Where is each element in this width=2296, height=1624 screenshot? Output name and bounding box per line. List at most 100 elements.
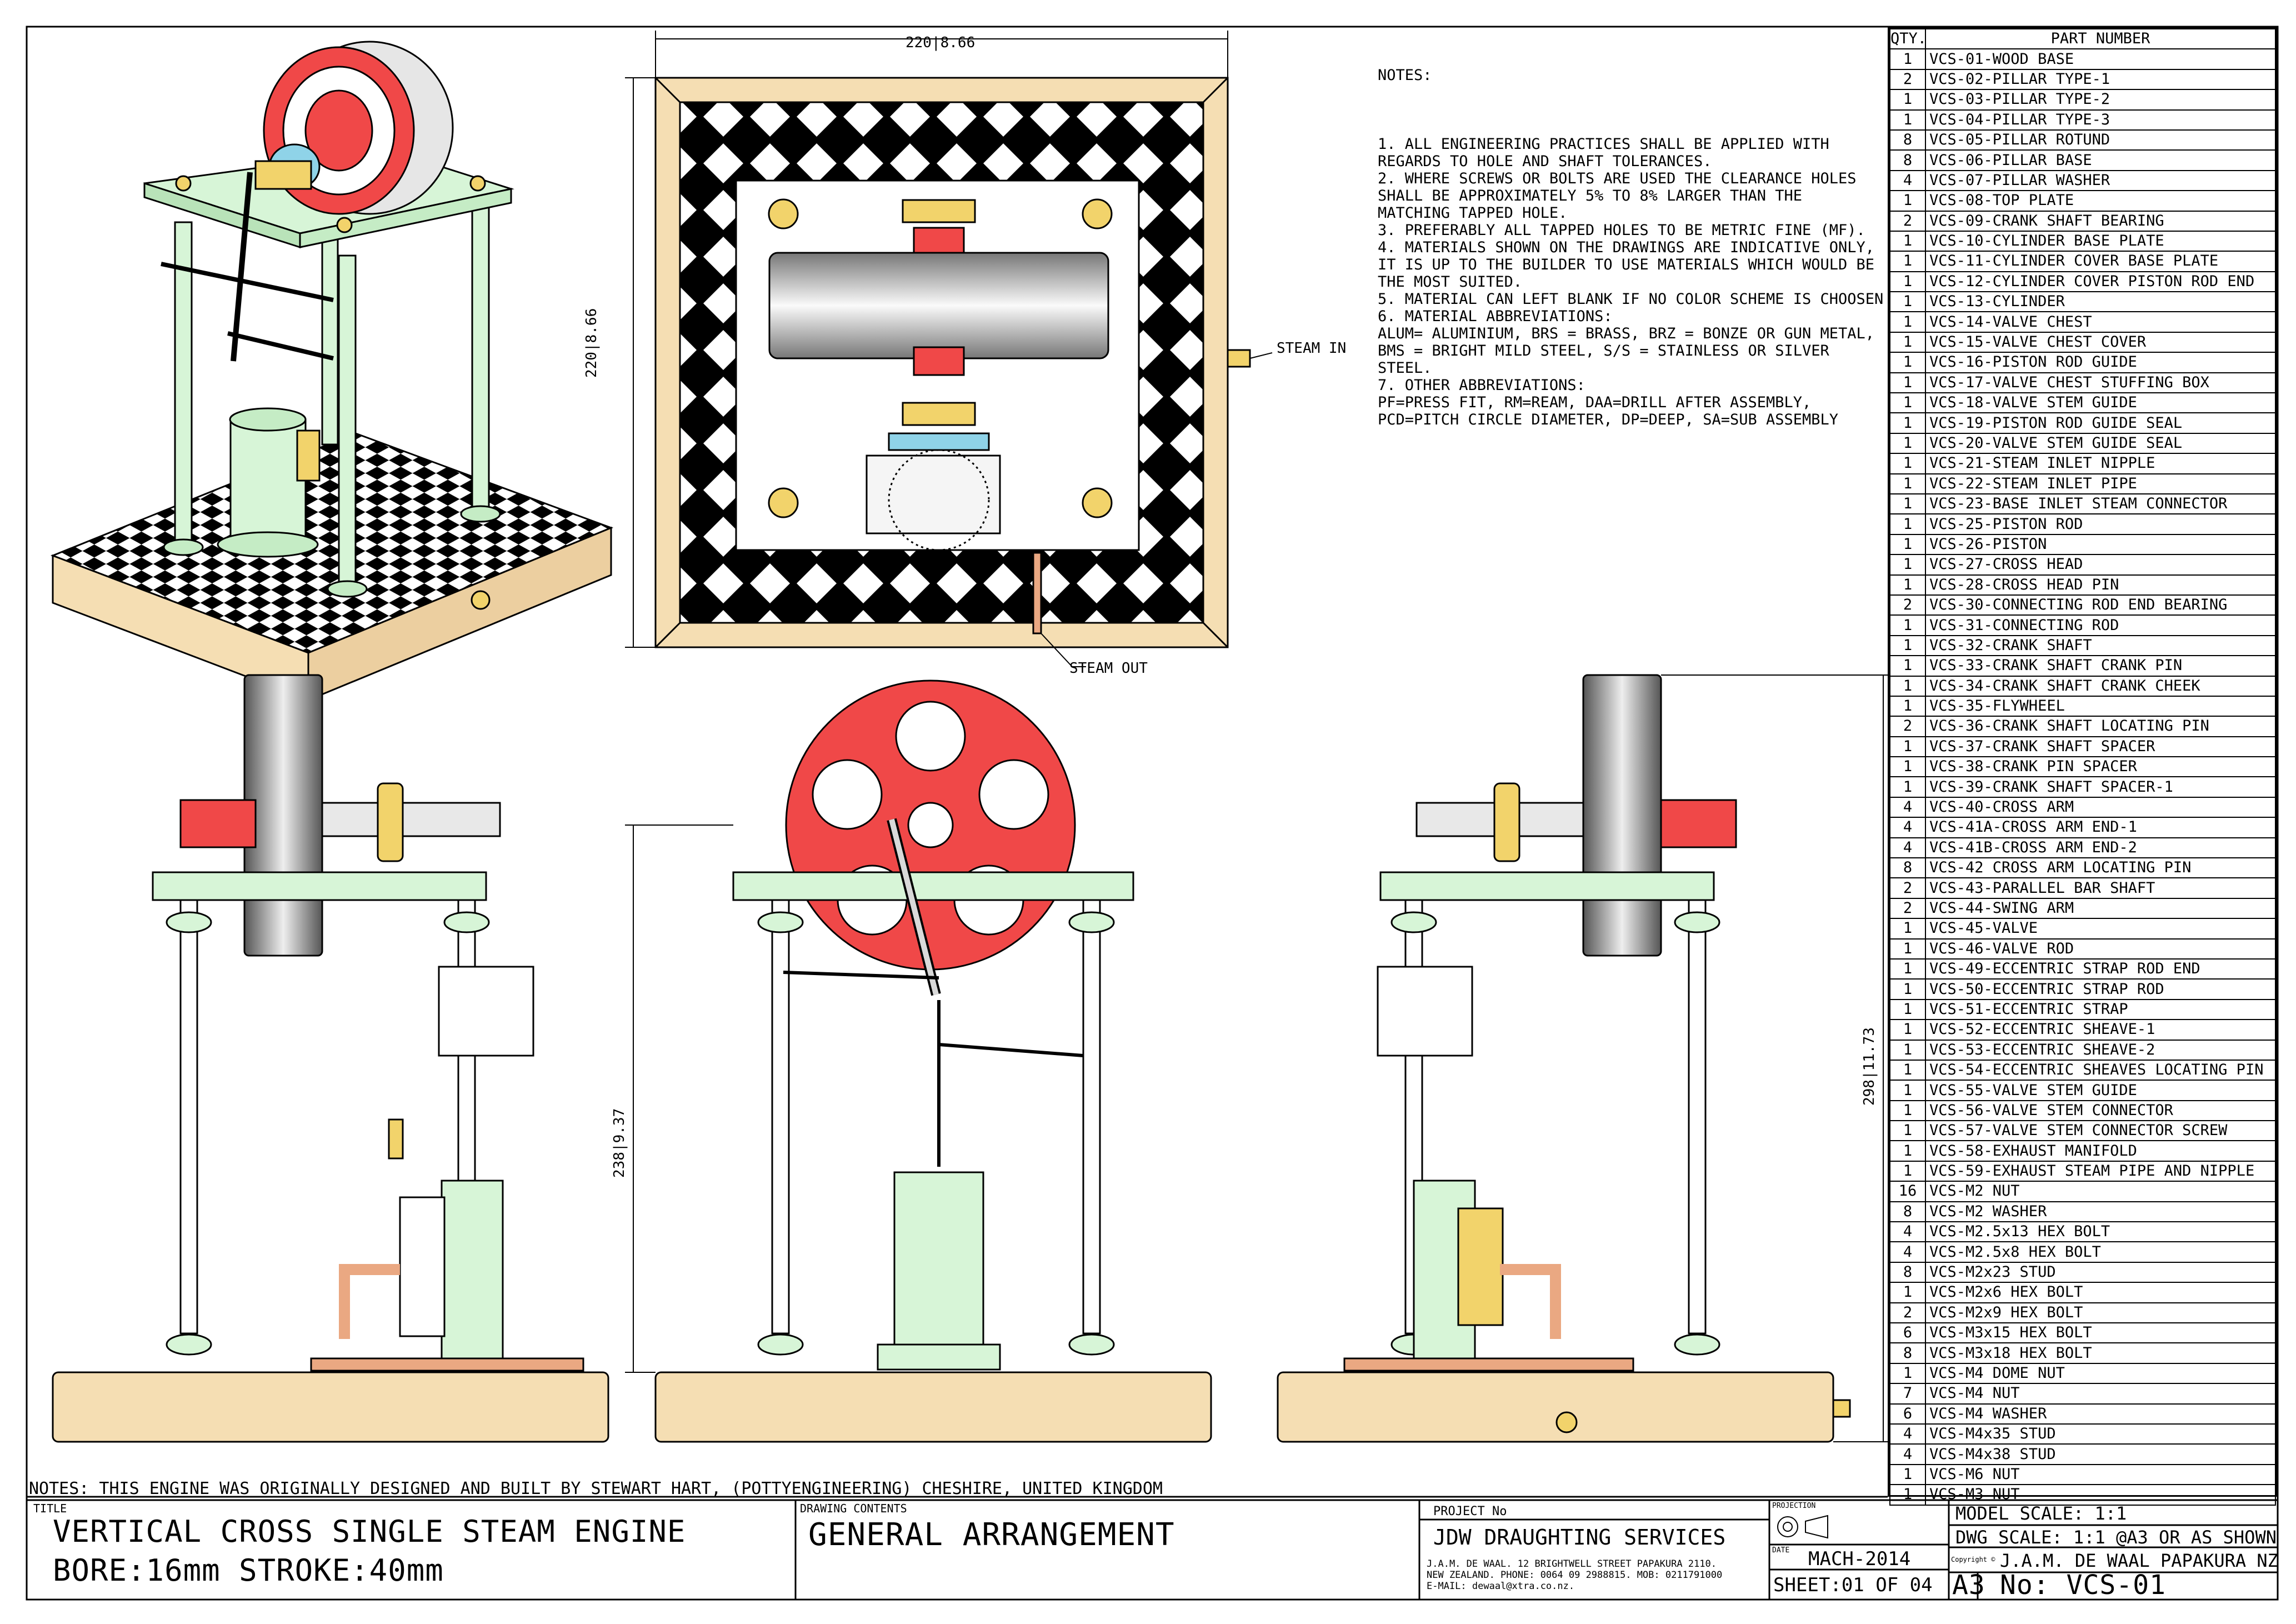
origin-footnote: NOTES: THIS ENGINE WAS ORIGINALLY DESIGN… bbox=[29, 1479, 1163, 1498]
dim-value: 220 bbox=[906, 34, 932, 51]
part-qty: 8 bbox=[1889, 129, 1926, 151]
part-qty: 1 bbox=[1889, 1140, 1926, 1162]
part-number: VCS-41B-CROSS ARM END-2 bbox=[1925, 837, 2276, 859]
part-number: VCS-52-ECCENTRIC SHEAVE-1 bbox=[1925, 1019, 2276, 1041]
drawing-contents: GENERAL ARRANGEMENT bbox=[808, 1517, 1175, 1553]
part-qty: 1 bbox=[1889, 311, 1926, 333]
part-qty: 1 bbox=[1889, 1282, 1926, 1303]
part-qty: 1 bbox=[1889, 695, 1926, 717]
part-qty: 1 bbox=[1889, 453, 1926, 474]
part-number: VCS-19-PISTON ROD GUIDE SEAL bbox=[1925, 412, 2276, 434]
callout-steam-in: STEAM IN bbox=[1277, 340, 1347, 357]
part-qty: 1 bbox=[1889, 614, 1926, 636]
part-number: VCS-07-PILLAR WASHER bbox=[1925, 169, 2276, 192]
part-number: VCS-M3x18 HEX BOLT bbox=[1925, 1342, 2276, 1364]
part-qty: 1 bbox=[1889, 978, 1926, 1000]
part-qty: 1 bbox=[1889, 675, 1926, 697]
dim-inch: 9.37 bbox=[611, 1108, 628, 1143]
dim-value: 220 bbox=[583, 352, 600, 378]
part-qty: 1 bbox=[1889, 938, 1926, 960]
part-number: VCS-14-VALVE CHEST bbox=[1925, 311, 2276, 333]
part-qty: 8 bbox=[1889, 857, 1926, 879]
drawing-number: No: VCS-01 bbox=[2000, 1570, 2166, 1601]
part-number: VCS-41A-CROSS ARM END-1 bbox=[1925, 817, 2276, 838]
part-qty: 1 bbox=[1889, 412, 1926, 434]
part-number: VCS-02-PILLAR TYPE-1 bbox=[1925, 68, 2276, 91]
sheet-size: A3 bbox=[1952, 1570, 1985, 1601]
dim-side-height: 298|11.73 bbox=[1861, 1027, 1878, 1106]
part-qty: 1 bbox=[1889, 958, 1926, 980]
dim-inch: 11.73 bbox=[1861, 1027, 1878, 1071]
part-number: VCS-56-VALVE STEM CONNECTOR bbox=[1925, 1100, 2276, 1122]
part-qty: 4 bbox=[1889, 1221, 1926, 1243]
part-qty: 8 bbox=[1889, 149, 1926, 171]
part-number: VCS-33-CRANK SHAFT CRANK PIN bbox=[1925, 655, 2276, 677]
note-item: 7. OTHER ABBREVIATIONS: PF=PRESS FIT, RM… bbox=[1378, 377, 1839, 428]
part-qty: 1 bbox=[1889, 1039, 1926, 1061]
part-qty: 2 bbox=[1889, 594, 1926, 616]
part-qty: 2 bbox=[1889, 1302, 1926, 1324]
part-number: VCS-12-CYLINDER COVER PISTON ROD END bbox=[1925, 271, 2276, 293]
part-qty: 4 bbox=[1889, 796, 1926, 818]
part-qty: 1 bbox=[1889, 736, 1926, 758]
part-number: VCS-05-PILLAR ROTUND bbox=[1925, 129, 2276, 151]
part-number: VCS-17-VALVE CHEST STUFFING BOX bbox=[1925, 372, 2276, 394]
part-qty: 1 bbox=[1889, 230, 1926, 252]
part-qty: 1 bbox=[1889, 918, 1926, 940]
notes-list: 1. ALL ENGINEERING PRACTICES SHALL BE AP… bbox=[1378, 136, 1889, 428]
callout-steam-out: STEAM OUT bbox=[1069, 660, 1148, 677]
part-qty: 2 bbox=[1889, 210, 1926, 232]
part-qty: 2 bbox=[1889, 877, 1926, 899]
part-number: VCS-M4x38 STUD bbox=[1925, 1443, 2276, 1465]
part-number: VCS-34-CRANK SHAFT CRANK CHEEK bbox=[1925, 675, 2276, 697]
part-number: VCS-25-PISTON ROD bbox=[1925, 513, 2276, 535]
contents-label: DRAWING CONTENTS bbox=[800, 1502, 907, 1515]
part-number: VCS-49-ECCENTRIC STRAP ROD END bbox=[1925, 958, 2276, 980]
title-block-lines bbox=[794, 1500, 2278, 1600]
part-qty: 8 bbox=[1889, 1201, 1926, 1223]
note-item: 1. ALL ENGINEERING PRACTICES SHALL BE AP… bbox=[1378, 136, 1829, 170]
part-number: VCS-M2.5x8 HEX BOLT bbox=[1925, 1241, 2276, 1263]
note-item: 6. MATERIAL ABBREVIATIONS: ALUM= ALUMINI… bbox=[1378, 308, 1875, 377]
part-number: VCS-54-ECCENTRIC SHEAVES LOCATING PIN bbox=[1925, 1059, 2276, 1081]
projection-symbol bbox=[1777, 1515, 1828, 1539]
part-qty: 1 bbox=[1889, 1100, 1926, 1122]
drawing-date: MACH-2014 bbox=[1808, 1548, 1911, 1570]
part-qty: 7 bbox=[1889, 1383, 1926, 1405]
part-qty: 8 bbox=[1889, 1261, 1926, 1283]
right-side-view bbox=[1277, 674, 1851, 1443]
projection-label: PROJECTION bbox=[1772, 1502, 1816, 1510]
part-qty: 1 bbox=[1889, 432, 1926, 454]
part-number: VCS-M4 DOME NUT bbox=[1925, 1362, 2276, 1385]
part-qty: 1 bbox=[1889, 251, 1926, 272]
part-number: VCS-38-CRANK PIN SPACER bbox=[1925, 756, 2276, 778]
address-line-1: J.A.M. DE WAAL. 12 BRIGHTWELL STREET PAP… bbox=[1427, 1558, 1717, 1570]
part-qty: 1 bbox=[1889, 48, 1926, 70]
